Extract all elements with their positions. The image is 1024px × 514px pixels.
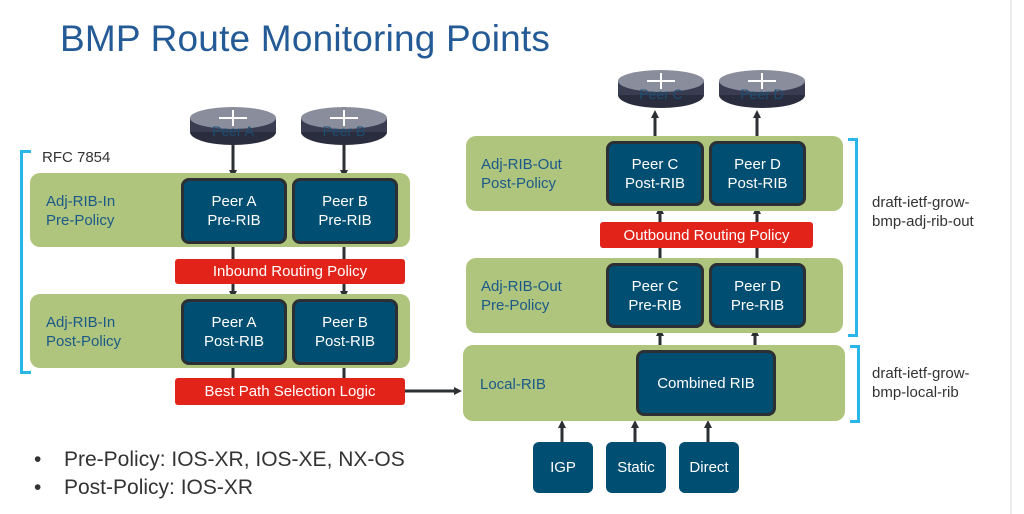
adj-rib-out-draft-note: draft-ietf-grow-bmp-adj-rib-out xyxy=(872,194,974,230)
router-icon xyxy=(190,107,276,145)
rfc7854-bracket xyxy=(20,150,31,374)
source-static: Static xyxy=(606,442,666,493)
best-path-selection-logic: Best Path Selection Logic xyxy=(175,378,405,405)
bullet-pre-policy: •Pre-Policy: IOS-XR, IOS-XE, NX-OS xyxy=(34,448,405,471)
router-peer-c: Peer C xyxy=(617,69,705,109)
router-peer-a: Peer A xyxy=(189,106,277,146)
rfc-label: RFC 7854 xyxy=(42,149,111,166)
bullet-post-policy: •Post-Policy: IOS-XR xyxy=(34,476,254,499)
local-rib-label: Local-RIB xyxy=(480,376,546,393)
router-icon xyxy=(618,70,704,108)
source-igp: IGP xyxy=(533,442,593,493)
router-peer-b: Peer B xyxy=(300,106,388,146)
combined-rib: Combined RIB xyxy=(636,350,776,416)
router-icon xyxy=(719,70,805,108)
router-peer-d: Peer D xyxy=(718,69,806,109)
source-direct: Direct xyxy=(679,442,739,493)
inbound-routing-policy: Inbound Routing Policy xyxy=(175,259,405,284)
outbound-routing-policy: Outbound Routing Policy xyxy=(600,222,813,248)
local-rib-bracket xyxy=(850,345,860,423)
router-icon xyxy=(301,107,387,145)
adj-rib-out-bracket xyxy=(848,138,858,337)
page-title: BMP Route Monitoring Points xyxy=(60,18,551,59)
local-rib-draft-note: draft-ietf-grow-bmp-local-rib xyxy=(872,365,970,401)
